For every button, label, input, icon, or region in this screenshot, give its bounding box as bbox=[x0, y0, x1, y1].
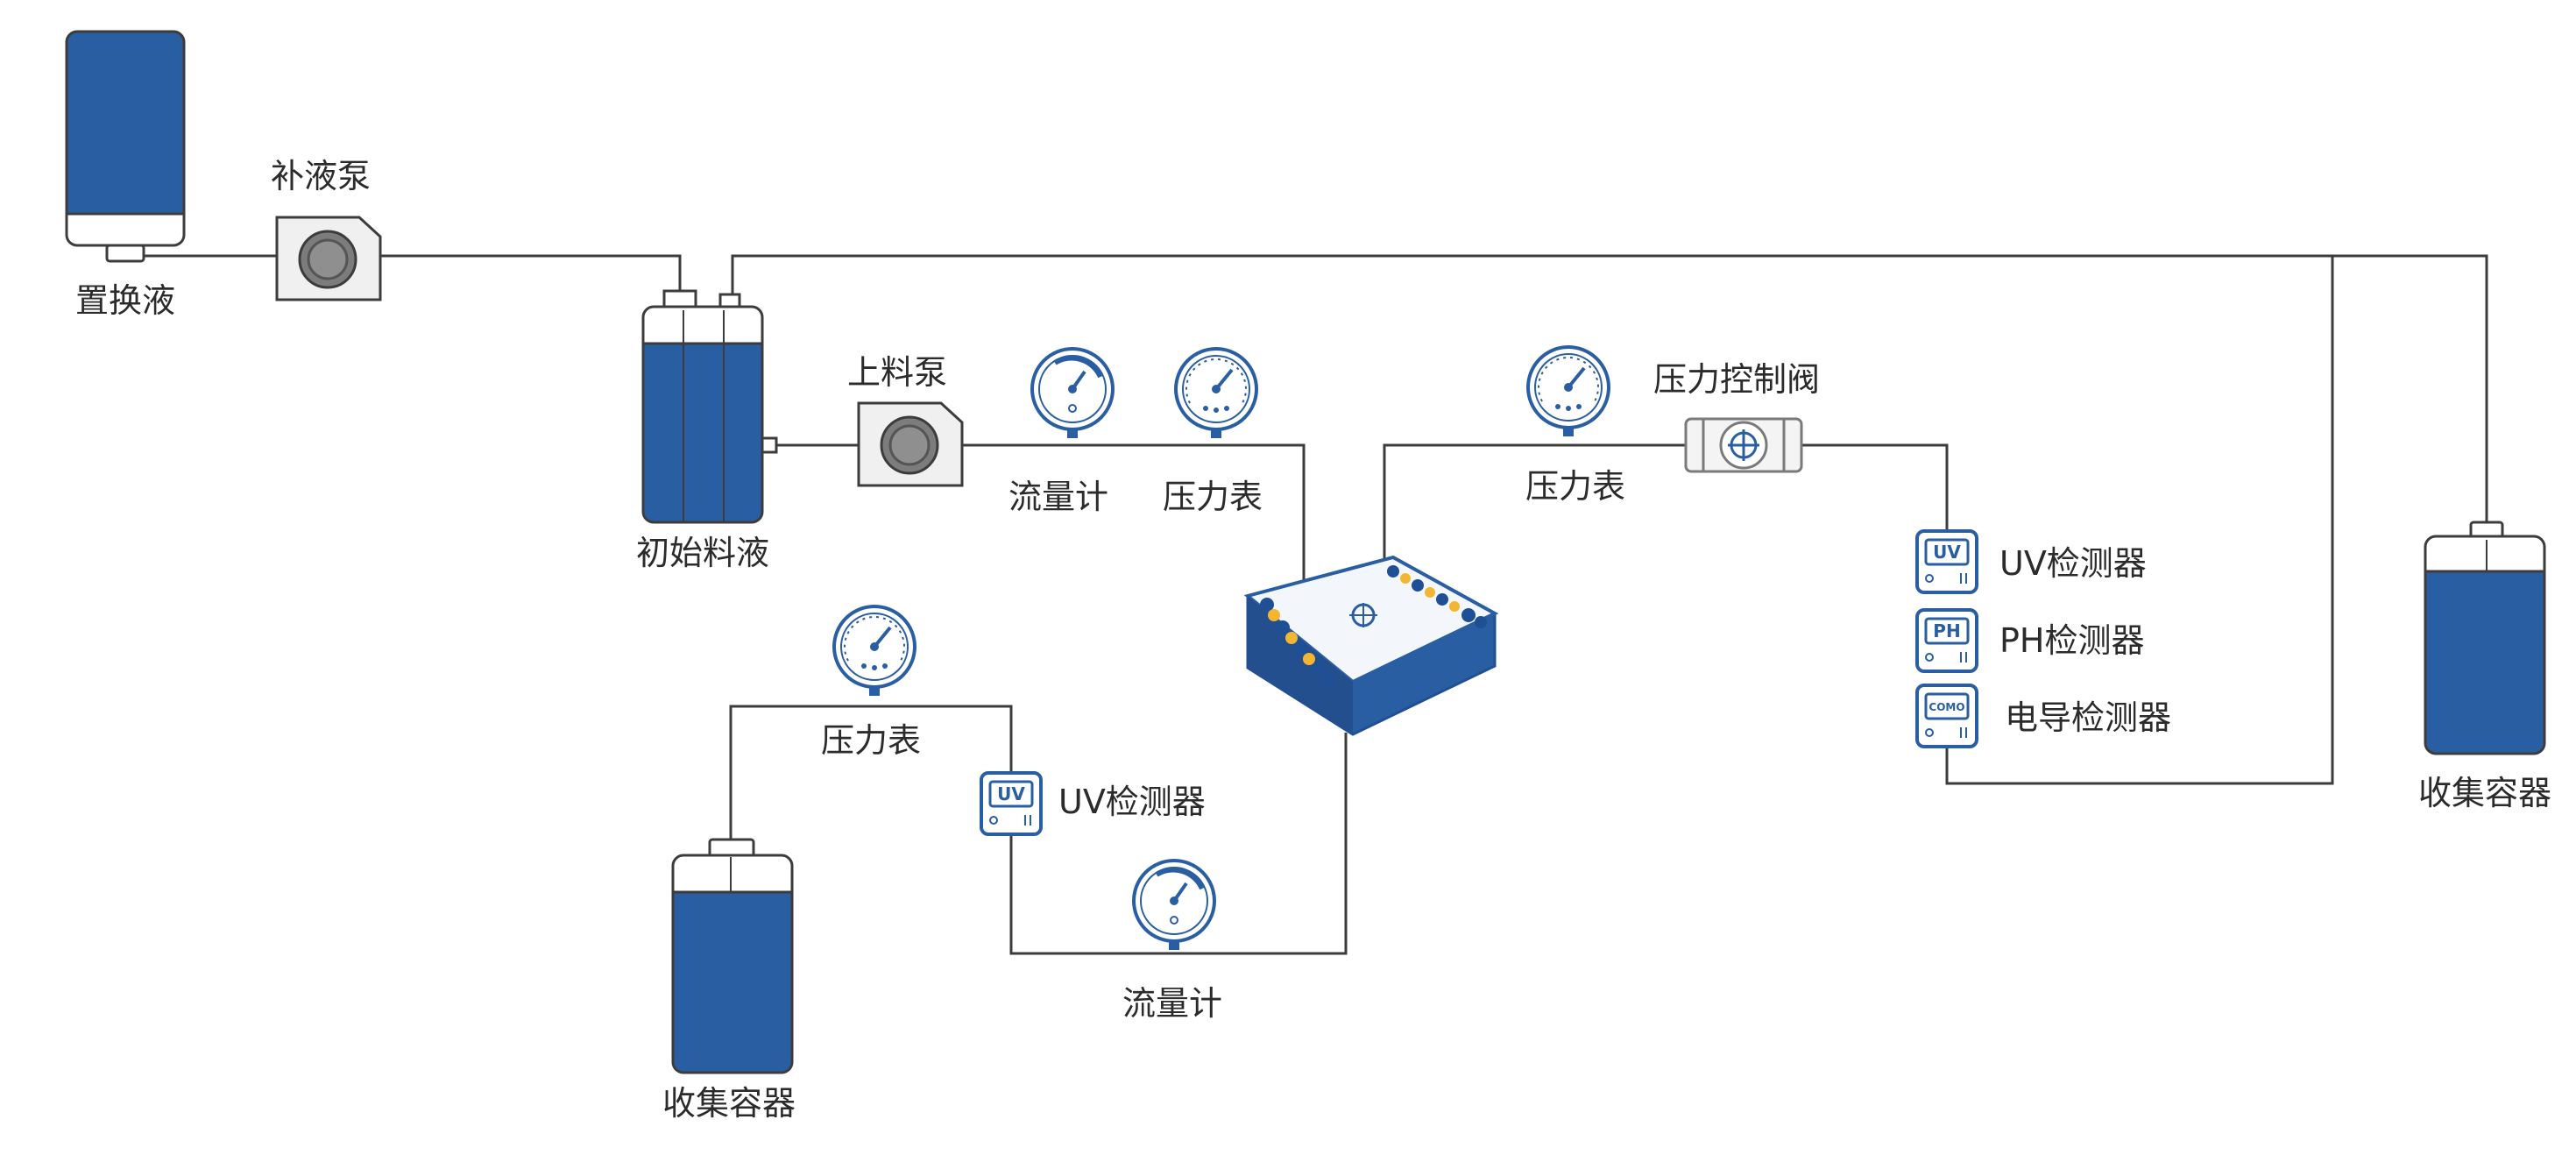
feed-pump-icon bbox=[857, 401, 964, 487]
pressure-valve-icon bbox=[1684, 417, 1803, 473]
conductivity-detector-icon: COMO bbox=[1915, 684, 1978, 748]
label-collection-right: 收集容器 bbox=[2418, 774, 2551, 812]
label-collection-bottom: 收集容器 bbox=[662, 1084, 796, 1123]
tank-collection-right bbox=[2424, 521, 2546, 755]
pipe-module-to-valve bbox=[1383, 443, 1686, 568]
ph-badge: PH bbox=[1933, 620, 1960, 641]
label-feed-pump: 上料泵 bbox=[847, 353, 947, 392]
tank-replacement-liquid bbox=[65, 30, 186, 263]
flowmeter-top-icon bbox=[1032, 349, 1113, 438]
pipe-return-loop bbox=[731, 254, 2488, 524]
pipe-valve-to-detectors bbox=[1801, 443, 1949, 531]
label-initial-feed: 初始料液 bbox=[636, 534, 769, 572]
label-conductivity-detector: 电导检测器 bbox=[2005, 698, 2171, 737]
pressure-gauge-retentate-icon bbox=[1526, 345, 1610, 438]
label-flowmeter-top: 流量计 bbox=[1008, 478, 1108, 516]
ph-detector-icon: PH bbox=[1915, 608, 1978, 673]
makeup-pump-icon bbox=[275, 216, 382, 301]
pressure-gauge-top-icon bbox=[1174, 347, 1258, 440]
uv-badge: UV bbox=[1933, 542, 1961, 563]
filtration-module-icon bbox=[1243, 555, 1499, 736]
label-ph-detector: PH检测器 bbox=[1999, 621, 2145, 660]
conductivity-badge: COMO bbox=[1928, 701, 1964, 713]
label-pressure-control-valve: 压力控制阀 bbox=[1653, 360, 1820, 399]
uv-detector-right-icon: UV bbox=[1915, 529, 1978, 594]
label-uv-detector-bottom: UV检测器 bbox=[1058, 783, 1206, 821]
label-pressure-gauge-retentate: 压力表 bbox=[1525, 467, 1625, 506]
label-replacement-liquid: 置换液 bbox=[75, 281, 175, 320]
label-pressure-gauge-bottom: 压力表 bbox=[821, 721, 921, 760]
label-flowmeter-bottom: 流量计 bbox=[1122, 984, 1222, 1023]
tank-initial-feed bbox=[641, 289, 778, 524]
pipe-detector-return bbox=[1945, 256, 2334, 785]
tank-liquid bbox=[2425, 571, 2544, 754]
tank-liquid bbox=[643, 344, 762, 522]
tank-liquid bbox=[673, 892, 792, 1073]
pipe-feed-pump-to-module bbox=[962, 443, 1306, 584]
pressure-gauge-bottom-icon bbox=[832, 605, 916, 698]
label-pressure-gauge-top: 压力表 bbox=[1163, 478, 1263, 516]
flowmeter-bottom-icon bbox=[1134, 861, 1214, 950]
tank-collection-bottom bbox=[671, 838, 794, 1074]
tank-liquid bbox=[67, 32, 184, 245]
uv-badge: UV bbox=[997, 783, 1025, 804]
uv-detector-bottom-icon: UV bbox=[980, 771, 1043, 836]
label-uv-detector-right: UV检测器 bbox=[1999, 544, 2147, 583]
pipe-makeup-pump-to-feed-tank bbox=[380, 254, 682, 293]
label-makeup-pump: 补液泵 bbox=[271, 157, 371, 195]
